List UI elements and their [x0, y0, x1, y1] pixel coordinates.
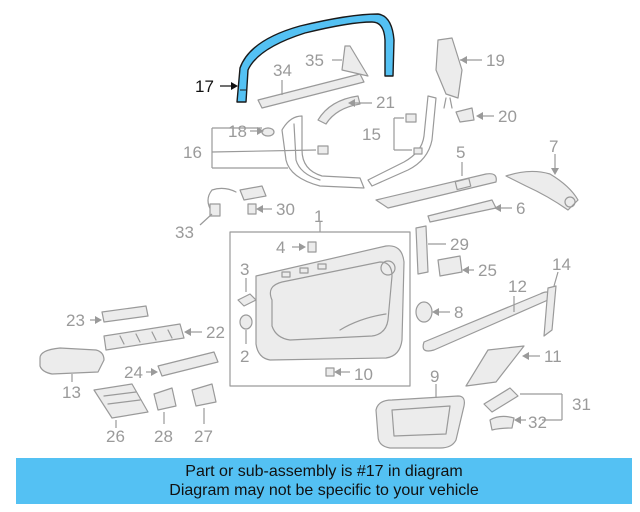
callout-16[interactable]: 16: [183, 143, 202, 162]
part-10[interactable]: [325, 367, 335, 377]
callout-25[interactable]: 25: [478, 261, 497, 280]
part-1-door-panel[interactable]: [229, 231, 411, 387]
part-33[interactable]: [207, 187, 237, 217]
caption-banner: Part or sub-assembly is #17 in diagram D…: [16, 458, 632, 504]
callout-21[interactable]: 21: [376, 93, 395, 112]
part-34[interactable]: [257, 73, 365, 109]
part-7[interactable]: [505, 170, 579, 211]
part-23[interactable]: [101, 305, 149, 323]
part-16[interactable]: [281, 115, 365, 189]
callout-19[interactable]: 19: [486, 51, 505, 70]
callout-11[interactable]: 11: [544, 347, 562, 366]
callout-26[interactable]: 26: [106, 427, 125, 446]
callout-32[interactable]: 32: [528, 413, 547, 432]
callout-10[interactable]: 10: [354, 365, 373, 384]
callout-29[interactable]: 29: [450, 235, 469, 254]
callout-14[interactable]: 14: [552, 255, 571, 274]
part-3[interactable]: [237, 293, 257, 307]
part-30[interactable]: [239, 185, 267, 215]
part-26[interactable]: [93, 383, 149, 419]
callout-20[interactable]: 20: [498, 107, 517, 126]
part-11[interactable]: [465, 345, 525, 387]
part-28[interactable]: [153, 387, 177, 411]
part-35[interactable]: [341, 45, 369, 77]
part-18[interactable]: [261, 127, 275, 137]
callout-30[interactable]: 30: [276, 200, 295, 219]
callout-27[interactable]: 27: [194, 427, 213, 446]
callout-23[interactable]: 23: [66, 311, 85, 330]
callout-7[interactable]: 7: [549, 137, 558, 156]
callout-4[interactable]: 4: [276, 238, 285, 257]
arrow-17: [231, 82, 238, 90]
part-5[interactable]: [375, 173, 497, 209]
callout-1[interactable]: 1: [314, 207, 323, 226]
caption-line-2: Diagram may not be specific to your vehi…: [169, 482, 479, 499]
part-13[interactable]: [39, 347, 105, 375]
callout-9[interactable]: 9: [430, 367, 439, 386]
callout-34[interactable]: 34: [273, 61, 292, 80]
callout-2[interactable]: 2: [240, 347, 249, 366]
part-20[interactable]: [455, 107, 475, 123]
callout-3[interactable]: 3: [240, 260, 249, 279]
callout-28[interactable]: 28: [154, 427, 173, 446]
part-32[interactable]: [489, 415, 515, 431]
part-8[interactable]: [415, 301, 433, 323]
part-27[interactable]: [191, 383, 217, 407]
callout-31[interactable]: 31: [572, 395, 591, 414]
part-25[interactable]: [437, 255, 463, 277]
callout-8[interactable]: 8: [454, 303, 463, 322]
part-9[interactable]: [375, 395, 465, 449]
callout-17[interactable]: 17: [195, 77, 214, 96]
caption-line-1: Part or sub-assembly is #17 in diagram: [185, 463, 463, 480]
callout-35[interactable]: 35: [305, 51, 324, 70]
part-4[interactable]: [307, 241, 317, 253]
part-29[interactable]: [415, 225, 429, 275]
part-12[interactable]: [422, 291, 550, 352]
part-24[interactable]: [157, 351, 219, 377]
callout-24[interactable]: 24: [124, 363, 143, 382]
callout-15[interactable]: 15: [362, 125, 381, 144]
parts-diagram: 17 34 35 19 21 20 18 16: [39, 13, 591, 449]
part-6[interactable]: [427, 199, 497, 223]
callout-18[interactable]: 18: [228, 122, 247, 141]
part-19[interactable]: [435, 37, 463, 109]
part-14[interactable]: [543, 285, 557, 337]
callout-22[interactable]: 22: [206, 323, 225, 342]
callout-6[interactable]: 6: [516, 199, 525, 218]
callout-13[interactable]: 13: [62, 383, 81, 402]
part-22[interactable]: [103, 323, 185, 351]
callout-5[interactable]: 5: [456, 143, 465, 162]
part-17-window-seal[interactable]: [236, 13, 395, 103]
part-31[interactable]: [483, 387, 519, 413]
callout-33[interactable]: 33: [175, 223, 194, 242]
part-2[interactable]: [239, 314, 253, 330]
part-15[interactable]: [367, 95, 437, 187]
callout-12[interactable]: 12: [508, 277, 527, 296]
